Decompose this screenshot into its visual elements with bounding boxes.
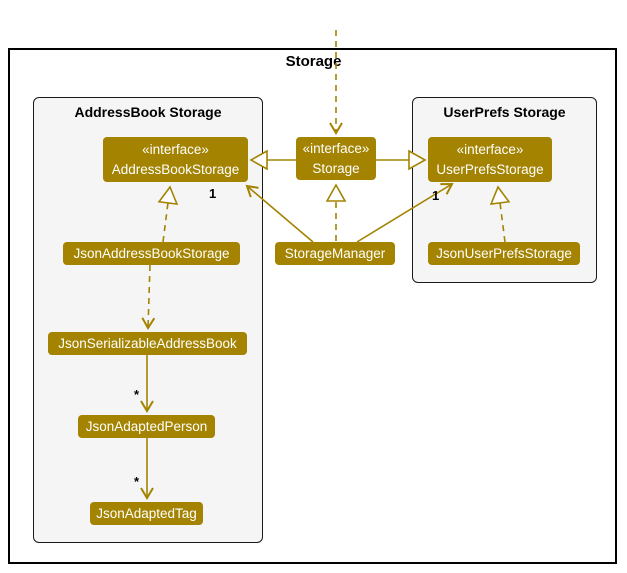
edge-storagemanager-to-userprefsstorage: [356, 182, 454, 243]
stereotype-label: «interface»: [302, 140, 370, 156]
multiplicity-label: 1: [432, 188, 440, 203]
class-name: UserPrefsStorage: [436, 161, 544, 177]
edge-jsonaddressbookstorage-implements-addressbookstorage: [157, 185, 179, 243]
class-storagemanager: StorageManager: [275, 242, 395, 265]
class-jsonadaptedtag: JsonAdaptedTag: [90, 502, 203, 525]
class-name: JsonUserPrefsStorage: [436, 246, 572, 261]
class-jsonadaptedperson: JsonAdaptedPerson: [78, 415, 215, 438]
edge-jsonuserprefsstorage-implements-userprefsstorage: [489, 185, 511, 243]
class-name: Storage: [312, 160, 360, 176]
class-name: JsonAddressBookStorage: [73, 246, 230, 261]
class-userprefsstorage-interface: «interface» UserPrefsStorage: [428, 137, 552, 182]
class-jsonaddressbookstorage: JsonAddressBookStorage: [63, 242, 240, 265]
multiplicity-label: *: [134, 474, 140, 489]
class-name: AddressBookStorage: [111, 161, 240, 177]
edge-jsonaddressbookstorage-to-jsonserializableaddressbook: [141, 264, 156, 330]
multiplicity-label: 1: [209, 186, 217, 201]
class-name: StorageManager: [284, 246, 386, 261]
class-jsonuserprefsstorage: JsonUserPrefsStorage: [428, 242, 580, 265]
class-name: JsonAdaptedTag: [96, 506, 197, 521]
package-addressbook-storage-title: AddressBook Storage: [74, 104, 222, 120]
stereotype-label: «interface»: [142, 141, 209, 157]
frame-title: Storage: [285, 53, 342, 70]
class-name: JsonSerializableAddressBook: [58, 336, 237, 351]
multiplicity-label: *: [134, 387, 140, 402]
class-storage-interface: «interface» Storage: [296, 137, 376, 180]
stereotype-label: «interface»: [456, 141, 524, 157]
class-addressbookstorage-interface: «interface» AddressBookStorage: [103, 137, 248, 182]
class-jsonserializableaddressbook: JsonSerializableAddressBook: [48, 332, 247, 355]
class-name: JsonAdaptedPerson: [85, 419, 208, 434]
package-userprefs-storage-title: UserPrefs Storage: [443, 104, 566, 120]
edge-storagemanager-to-addressbookstorage: [245, 184, 314, 243]
